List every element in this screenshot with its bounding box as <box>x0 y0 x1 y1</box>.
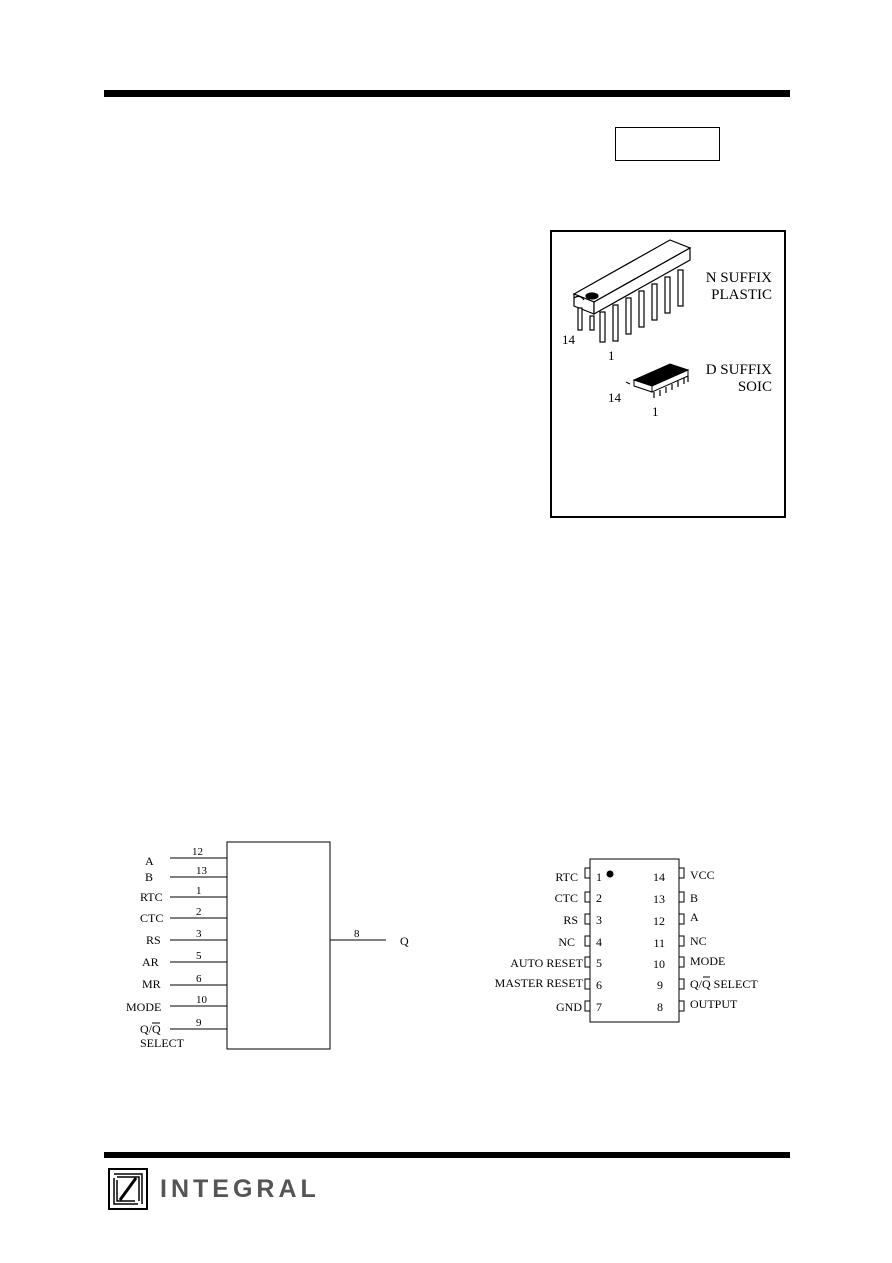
logic-pin-rtc: 1 <box>196 885 202 897</box>
d-suffix-line1: D SUFFIX <box>705 362 772 378</box>
soic-pin-1-label: 1 <box>652 404 659 419</box>
logic-pin-q: 8 <box>354 928 360 940</box>
pinout-label-rs: RS <box>563 913 578 927</box>
pinout-num-4: 4 <box>596 935 602 949</box>
pinout-label-output: OUTPUT <box>690 997 738 1011</box>
n-suffix-line2: PLASTIC <box>711 287 772 303</box>
logic-label-ar: AR <box>142 955 159 969</box>
logic-pin-b: 13 <box>196 865 208 877</box>
pinout-num-7: 7 <box>596 1000 602 1014</box>
logic-label-select: SELECT <box>140 1036 185 1050</box>
logic-label-mode: MODE <box>126 1000 161 1014</box>
pinout-num-10: 10 <box>653 957 665 971</box>
pinout-num-8: 8 <box>657 1000 663 1014</box>
pinout-label-gnd: GND <box>556 1000 582 1014</box>
pinout-label-rtc: RTC <box>555 870 578 884</box>
pin1-dot-icon <box>606 870 614 878</box>
logic-label-rtc: RTC <box>140 890 163 904</box>
soic-pin-14-label: 14 <box>608 390 621 405</box>
d-suffix-label: D SUFFIX SOIC <box>700 362 772 396</box>
logic-pin-a: 12 <box>192 846 203 858</box>
dip-package-icon <box>572 239 692 343</box>
pinout-num-1: 1 <box>596 870 602 884</box>
pinout-label-auto-reset: AUTO RESET <box>510 956 583 970</box>
logic-pin-ctc: 2 <box>196 906 202 918</box>
logic-input-labels: A B RTC CTC RS AR MR MODE Q/Q SELECT Q <box>126 854 409 1050</box>
pinout-num-14: 14 <box>653 870 665 884</box>
logic-label-q: Q <box>400 934 409 948</box>
pinout-num-5: 5 <box>596 956 602 970</box>
pinout-label-ctc: CTC <box>555 891 578 905</box>
d-suffix-line2: SOIC <box>737 379 772 395</box>
logic-label-rs: RS <box>146 933 161 947</box>
pinout-label-nc-left: NC <box>558 935 575 949</box>
logic-pin-rs: 3 <box>196 928 202 940</box>
pinout-num-6: 6 <box>596 978 602 992</box>
package-box: N SUFFIX PLASTIC 14 1 D SUFFIX SOIC 14 1 <box>550 230 786 518</box>
pinout-num-9: 9 <box>657 978 663 992</box>
logic-label-a: A <box>145 854 154 868</box>
dip-pin-1-label: 1 <box>608 348 615 363</box>
logic-block <box>226 841 331 1050</box>
pinout-chip-body <box>589 858 680 1023</box>
logic-pin-select: 9 <box>196 1017 202 1029</box>
pinout-num-12: 12 <box>653 914 665 928</box>
pinout-num-13: 13 <box>653 892 665 906</box>
pinout-num-2: 2 <box>596 891 602 905</box>
pinout-label-mode: MODE <box>690 954 725 968</box>
logic-pin-mr: 6 <box>196 973 202 985</box>
soic-package-icon <box>625 363 690 398</box>
pinout-label-a: A <box>690 910 699 924</box>
integral-logo-icon <box>108 1168 148 1210</box>
logic-label-mr: MR <box>142 977 161 991</box>
dip-pin-14-label: 14 <box>562 332 575 347</box>
pinout-label-select: Q/Q SELECT <box>690 977 758 991</box>
brand-wordmark: INTEGRAL <box>160 1175 320 1203</box>
part-number-box <box>615 127 720 161</box>
header-rule <box>104 90 790 97</box>
logic-pin-mode: 10 <box>196 994 208 1006</box>
logic-pin-ar: 5 <box>196 950 202 962</box>
footer-rule <box>104 1152 790 1158</box>
n-suffix-line1: N SUFFIX <box>705 270 772 286</box>
logic-input-pins: 12 13 1 2 3 5 6 10 9 8 <box>192 846 360 1029</box>
n-suffix-label: N SUFFIX PLASTIC <box>700 270 772 304</box>
pinout-label-vcc: VCC <box>690 868 715 882</box>
logic-label-ctc: CTC <box>140 911 163 925</box>
pinout-diagram: 1 2 3 4 5 6 7 14 13 12 11 10 9 8 RTC CTC… <box>495 858 758 1023</box>
pinout-label-master-reset: MASTER RESET <box>495 976 584 990</box>
logic-diagram: 12 13 1 2 3 5 6 10 9 8 A B RTC CTC RS AR… <box>126 841 409 1050</box>
package-drawings <box>572 239 692 398</box>
pinout-label-b: B <box>690 891 698 905</box>
pinout-num-11: 11 <box>653 936 665 950</box>
logic-label-b: B <box>145 870 153 884</box>
pinout-num-3: 3 <box>596 913 602 927</box>
logic-label-qq: Q/Q <box>140 1022 161 1036</box>
pinout-label-nc-right: NC <box>690 934 707 948</box>
